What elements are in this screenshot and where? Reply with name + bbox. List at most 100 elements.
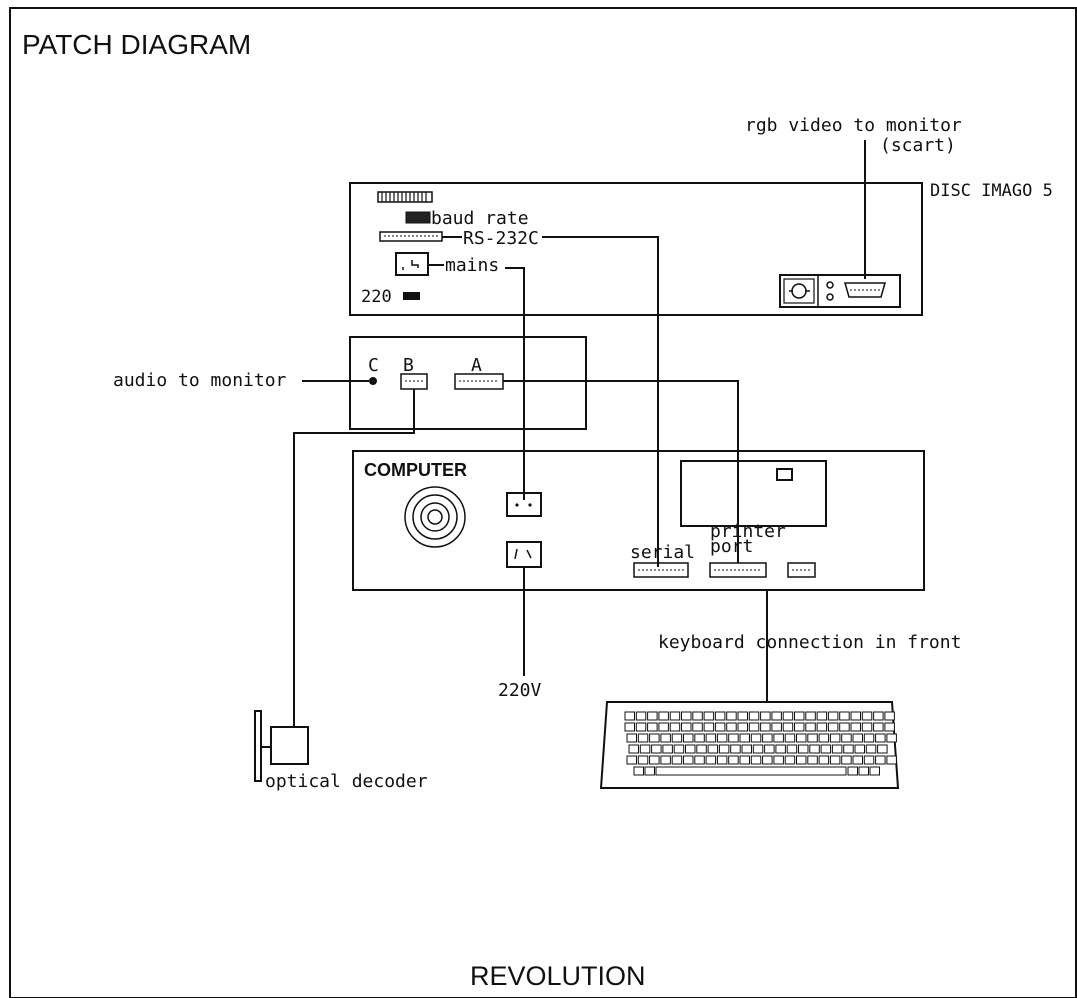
bnc-connector-icon [791,283,807,299]
indicator-dot-icon [826,281,834,289]
keyboard-key [739,755,750,765]
keyboard-key [884,722,895,732]
keyboard-key [875,733,886,743]
keyboard-key [718,744,730,754]
keyboard-keys [624,711,897,776]
keyboard-key [760,722,771,732]
keyboard-key [635,722,647,732]
keyboard-key [741,744,752,754]
scart-connector-icon [844,282,886,298]
keyboard-key [730,744,741,754]
keyboard-key [737,722,748,732]
mains-label: mains [445,255,499,276]
keyboard-key [886,755,897,765]
keyboard-key [637,755,649,765]
keyboard-key [716,733,728,743]
rs232-connector-icon [379,231,443,242]
audio-to-monitor-label: audio to monitor [113,370,287,391]
keyboard-key [805,722,816,732]
keyboard-key [752,744,764,754]
keyboard-key [807,733,818,743]
port-a-label: A [471,355,482,376]
port-b-label: B [403,355,414,376]
keyboard-key [861,711,873,721]
keyboard-key [839,722,850,732]
cable-rs232-serial [542,236,659,567]
keyboard-key [649,733,660,743]
keyboard-key [798,744,809,754]
keyboard-key [628,744,639,754]
keyboard-key [850,711,861,721]
rgb-video-label: rgb video to monitor [745,115,962,136]
keyboard-key [782,722,794,732]
mains-socket-icon [395,252,429,276]
keyboard-key [773,755,784,765]
keyboard-key [863,755,875,765]
keyboard-key [703,711,715,721]
keyboard-key [707,744,719,754]
optical-decoder-label: optical decoder [265,771,428,792]
keyboard-key [726,722,737,732]
keyboard-key [728,755,739,765]
keyboard-key [829,755,841,765]
keyboard [599,701,900,789]
disc-unit-box [349,182,923,316]
diagram-title: PATCH DIAGRAM [22,29,251,60]
keyboard-connection-label: keyboard connection in front [658,632,961,653]
keyboard-key [671,733,683,743]
scart-label: (scart) [880,135,956,156]
keyboard-key [877,744,888,754]
disc-unit-name: DISC IMAGO 5 [930,181,1053,201]
keyboard-key [639,744,651,754]
indicator-dot-icon [826,293,834,301]
keyboard-key [683,733,694,743]
keyboard-key [850,722,861,732]
keyboard-key [703,722,715,732]
printer-port-icon [709,562,767,578]
voltage-selector-label: 220 [361,287,392,307]
keyboard-key [784,755,796,765]
keyboard-key [784,733,796,743]
keyboard-key [854,744,865,754]
computer-unit: COMPUTER serial printer port [352,450,925,591]
keyboard-key [696,744,707,754]
keyboard-key [827,722,839,732]
keyboard-key [624,722,635,732]
keyboard-key [796,733,807,743]
keyboard-key [669,711,681,721]
optical-decoder-icon [254,710,309,782]
cable-port-a-printer [503,380,739,563]
keyboard-key [805,711,816,721]
drive-bay [680,460,827,527]
port-b-connector-icon [400,373,428,390]
switch-box [349,336,587,430]
keyboard-key [852,733,863,743]
keyboard-key [760,711,771,721]
printer-label-line1: printer [710,521,786,542]
keyboard-key [660,755,671,765]
keyboard-key [873,711,884,721]
printer-label-line2: port [710,536,753,557]
keyboard-key [626,733,637,743]
keyboard-key [685,744,696,754]
keyboard-key [762,755,773,765]
keyboard-key [635,711,647,721]
keyboard-key [841,733,852,743]
keyboard-key [647,711,658,721]
keyboard-key [660,733,671,743]
computer-box [352,450,925,591]
keyboard-key [796,755,807,765]
keyboard-key [624,711,635,721]
keyboard-key [626,755,637,765]
keyboard-key [865,744,877,754]
keyboard-key [839,711,850,721]
keyboard-key [764,744,775,754]
footer-brand: REVOLUTION [470,961,646,991]
keyboard-key [786,744,798,754]
keyboard-key [847,766,858,776]
keyboard-key [750,733,762,743]
keyboard-key [714,711,726,721]
keyboard-key [694,755,705,765]
baud-rate-label: baud rate [431,208,529,229]
